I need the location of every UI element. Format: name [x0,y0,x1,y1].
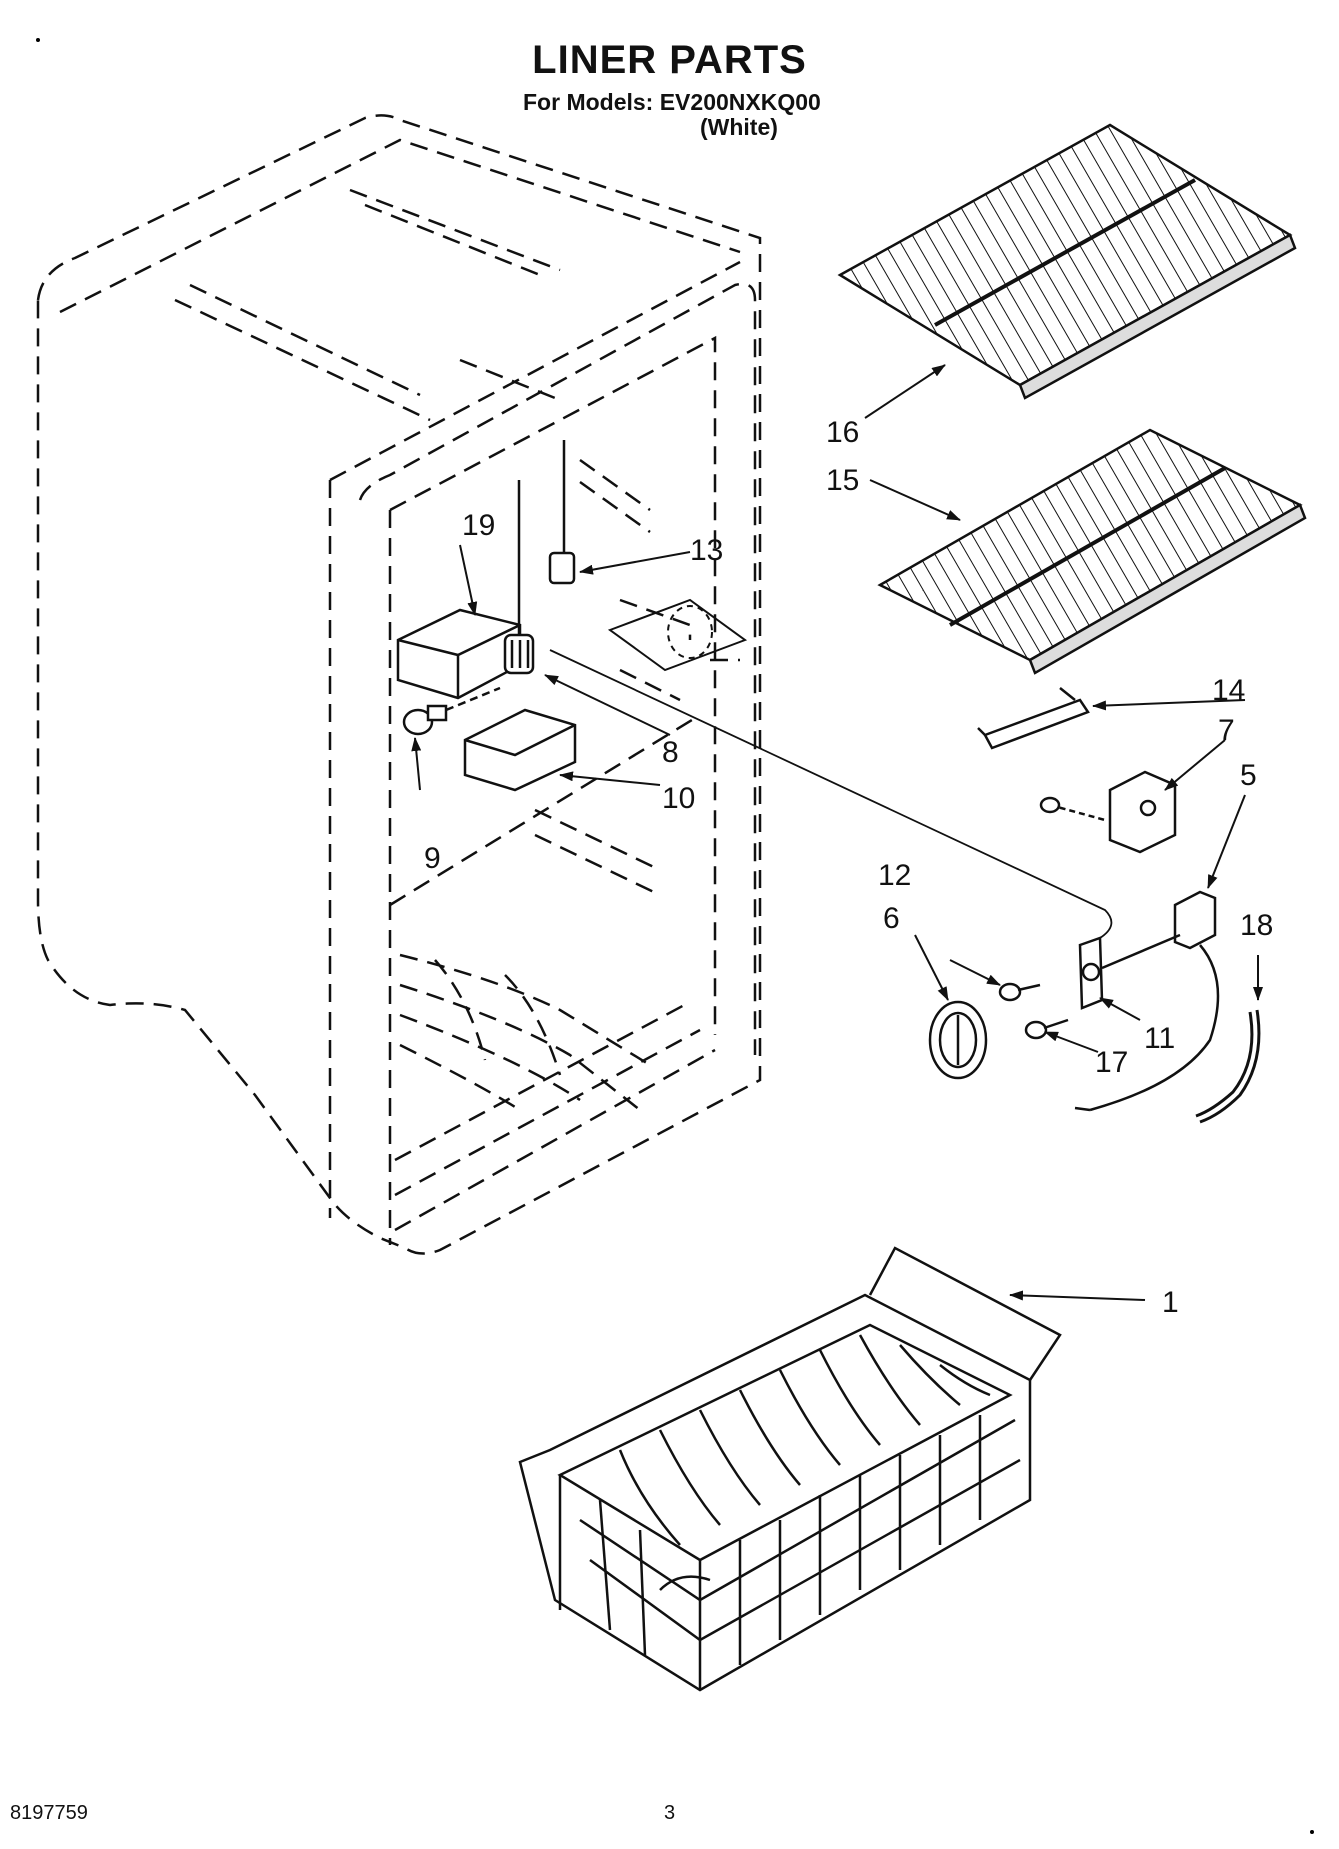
screw-12 [998,982,1041,1002]
callout-19: 19 [462,509,495,542]
models-line: For Models: EV200NXKQ00 [523,89,821,115]
corner-dot-bottom [1310,1830,1314,1834]
callout-8: 8 [662,736,679,769]
corner-dot-top [36,38,40,42]
drain-tube [1195,1009,1261,1124]
mounting-plate [549,649,1181,1010]
leader-lines [411,364,1263,1301]
page-number: 3 [664,1802,676,1824]
light-bracket [463,708,577,792]
control-knob [928,1000,988,1080]
document-number: 8197759 [10,1802,88,1824]
freezer-liner-cabinet [36,114,762,1255]
shelf-trim [977,687,1090,750]
shelf-16 [837,123,1297,400]
model-variant: (White) [700,114,778,140]
callout-1: 1 [1162,1286,1179,1319]
callout-17: 17 [1095,1046,1128,1079]
fan-opening [607,598,748,672]
callout-18: 18 [1240,909,1273,942]
shelf-15 [877,428,1307,675]
callout-13: 13 [690,534,723,567]
temperature-control [1039,770,1177,854]
callout-6: 6 [883,902,900,935]
light-shield [396,608,522,700]
callout-9: 9 [424,842,441,875]
callout-11: 11 [1144,1022,1175,1055]
callout-12: 12 [878,859,911,892]
light-switch [548,440,576,585]
callout-15: 15 [826,464,859,497]
wire-basket [518,1246,1062,1692]
thermostat-switch [1074,890,1220,1112]
light-socket [503,480,535,675]
callout-7: 7 [1218,714,1235,747]
light-bulb [402,686,501,736]
screw-17 [1024,1018,1069,1040]
callout-5: 5 [1240,759,1257,792]
page-title: LINER PARTS [532,38,807,82]
callout-labels: 16 15 19 13 14 7 5 8 10 9 12 6 18 11 17 … [424,416,1273,1319]
callout-16: 16 [826,416,859,449]
callout-10: 10 [662,782,695,815]
callout-14: 14 [1212,674,1245,707]
